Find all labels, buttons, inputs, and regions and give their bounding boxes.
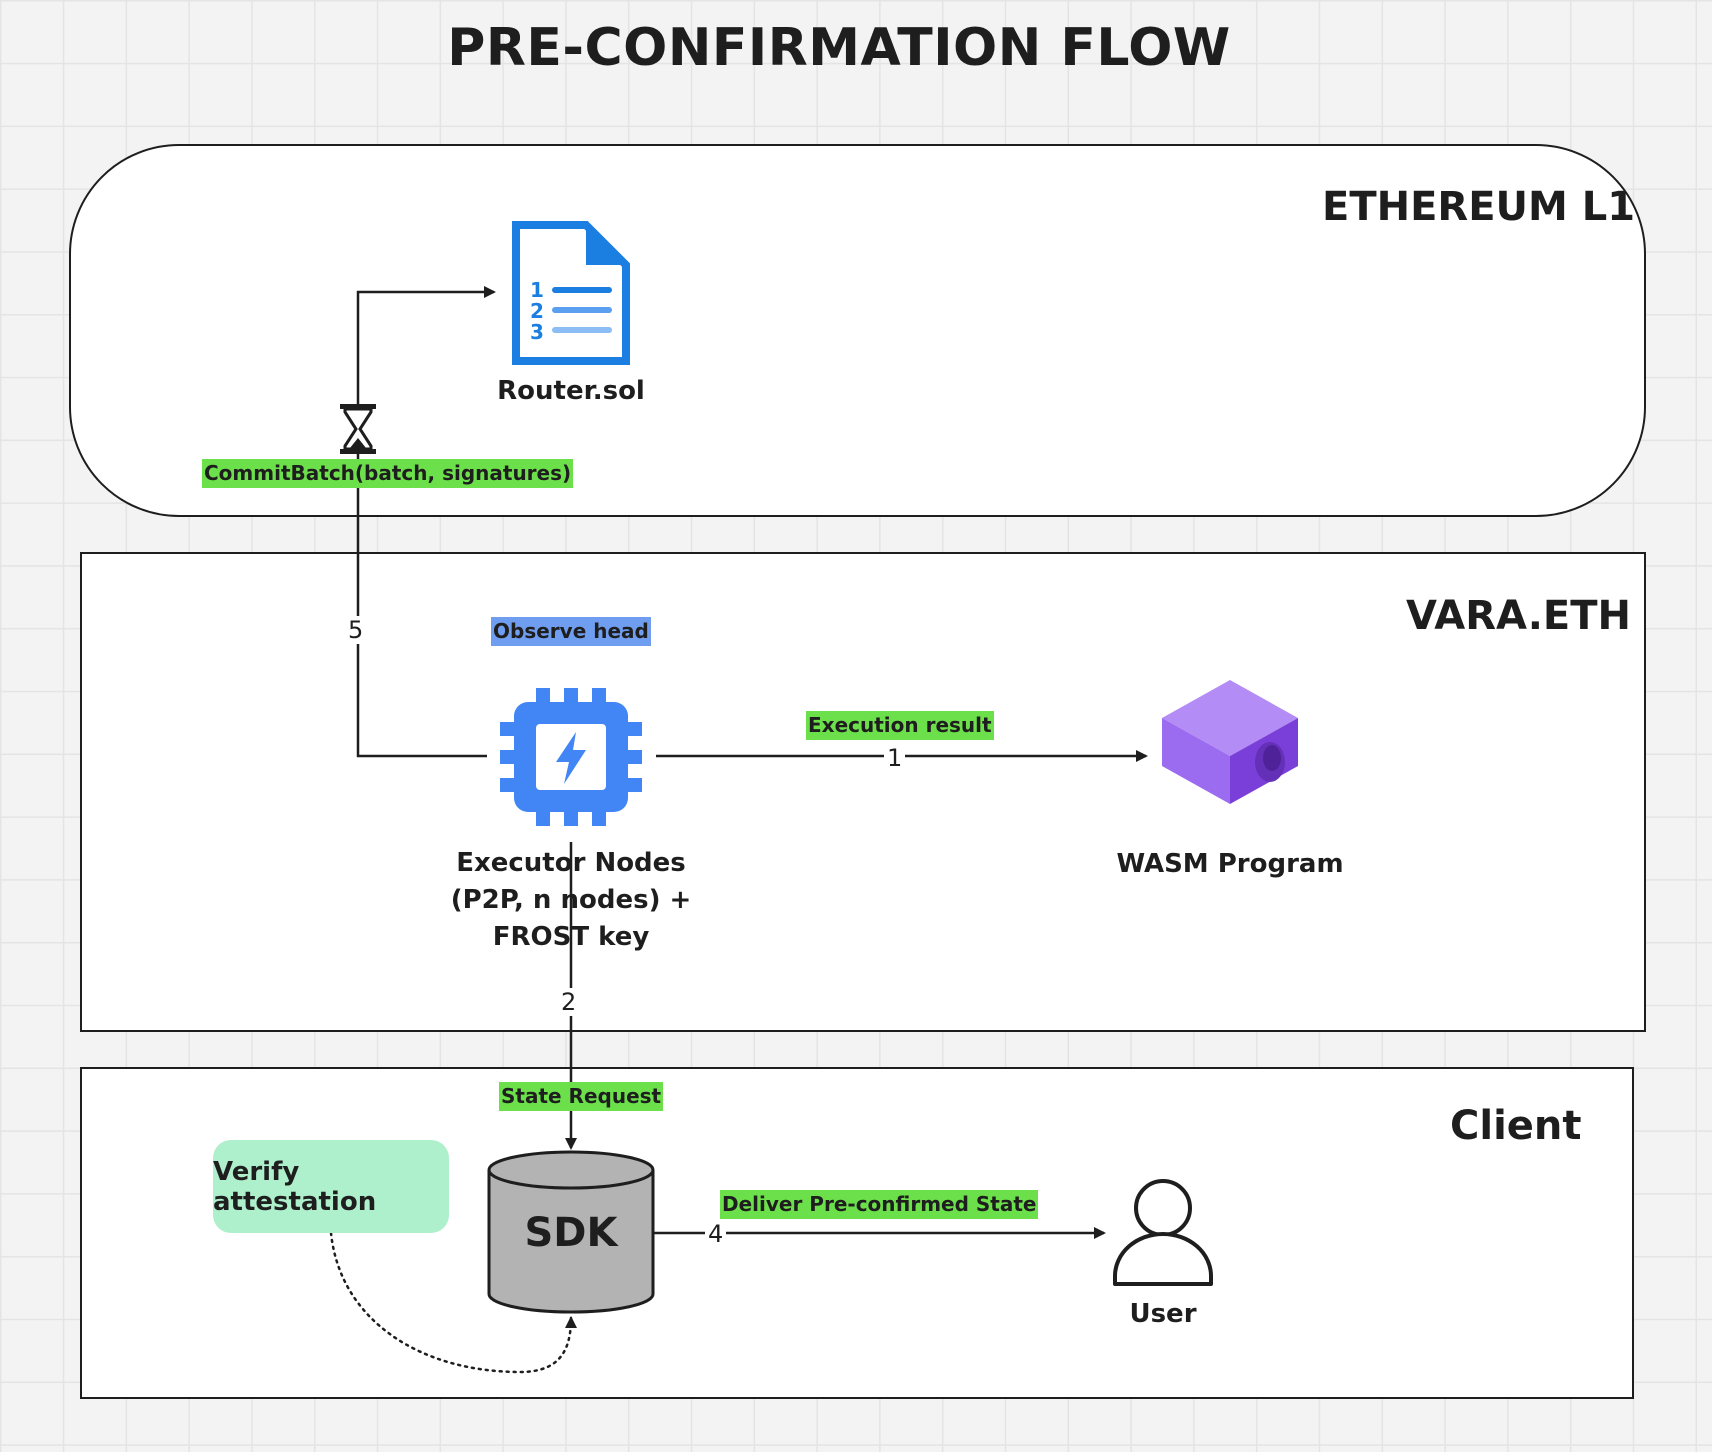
step-number-4: 4 [705, 1220, 727, 1248]
cube-icon [1162, 680, 1298, 804]
verify-attestation-box: Verify attestation [213, 1140, 449, 1233]
router-list-number-3: 3 [530, 320, 544, 344]
lane-vara-eth [80, 552, 1646, 1032]
deliver-state-label: Deliver Pre-confirmed State [720, 1190, 1039, 1219]
step-number-5: 5 [345, 616, 367, 644]
sdk-label: SDK [524, 1210, 618, 1256]
executor-label-line2: (P2P, n nodes) + [450, 885, 692, 915]
state-request-label: State Request [499, 1082, 664, 1111]
user-label: User [1129, 1299, 1197, 1329]
database-icon [487, 1150, 655, 1314]
user-icon [1113, 1179, 1213, 1286]
executor-label-line1: Executor Nodes [456, 848, 686, 878]
diagram-title: PRE-CONFIRMATION FLOW [447, 18, 1231, 78]
router-list-number-1: 1 [530, 278, 544, 302]
document-icon: 1 2 3 [512, 221, 630, 365]
lane-ethereum-l1 [69, 144, 1646, 517]
step-number-1: 1 [884, 744, 906, 772]
executor-nodes-label: Executor Nodes (P2P, n nodes) + FROST ke… [441, 845, 701, 956]
lane-client [80, 1067, 1634, 1399]
step-number-2: 2 [558, 988, 580, 1016]
processor-chip-icon [500, 688, 642, 826]
router-list-number-2: 2 [530, 299, 544, 323]
lane-title-client: Client [1450, 1103, 1582, 1149]
wasm-program-label: WASM Program [1116, 849, 1344, 879]
execution-result-label: Execution result [806, 711, 994, 740]
router-label: Router.sol [497, 376, 645, 406]
lane-title-vara: VARA.ETH [1406, 593, 1631, 639]
hourglass-icon [340, 404, 376, 454]
executor-label-line3: FROST key [492, 922, 650, 952]
commit-batch-label: CommitBatch(batch, signatures) [202, 459, 574, 488]
observe-head-label: Observe head [491, 617, 651, 646]
lane-title-ethereum: ETHEREUM L1 [1322, 184, 1636, 230]
